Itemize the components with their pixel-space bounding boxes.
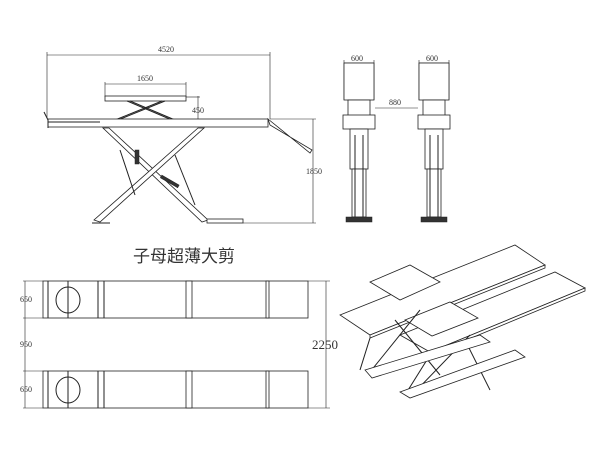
dim-small-platform-height: 450 [192,106,204,115]
drawing-title: 子母超薄大剪 [133,247,235,266]
dim-overall-width: 2250 [312,337,338,352]
dim-front-gap: 880 [389,98,401,107]
dim-overall-length: 4520 [158,45,174,54]
isometric-view [339,244,586,399]
dim-small-platform-length: 1650 [137,74,153,83]
dim-front-width-left: 600 [351,54,363,63]
front-view: 600 600 880 [342,54,451,223]
top-view: 650 950 650 2250 [20,280,338,409]
dim-inner-gap: 950 [20,340,32,349]
dim-max-height: 1850 [306,167,322,176]
dim-rail-width-top: 650 [20,295,32,304]
side-view: 4520 1650 450 1850 [43,45,322,224]
dim-rail-width-bottom: 650 [20,385,32,394]
dim-front-width-right: 600 [426,54,438,63]
